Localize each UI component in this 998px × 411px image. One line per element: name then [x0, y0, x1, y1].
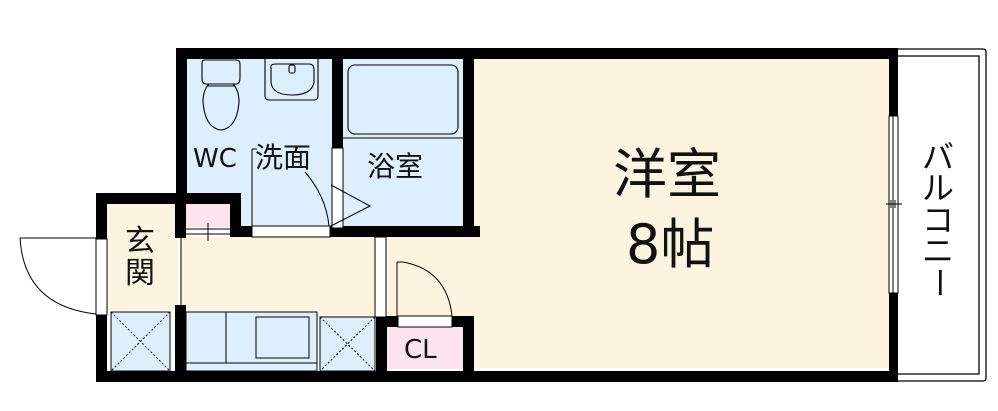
bathtub-icon	[343, 64, 463, 139]
wall-shoe-box-right	[230, 193, 241, 237]
western-room-size: 8帖	[626, 213, 715, 276]
entrance-label: 玄 関	[120, 226, 160, 289]
closet-label: CL	[404, 335, 437, 365]
washroom-label: 洗面	[255, 141, 312, 174]
fridge-space-icon	[319, 316, 376, 372]
balcony-char: ル	[921, 169, 954, 208]
wash-basin-icon	[264, 58, 319, 101]
wall-bath-room-divider	[463, 48, 474, 237]
balcony-char: コ	[921, 200, 954, 239]
wall-bottom	[96, 371, 898, 382]
wall-top	[176, 48, 898, 59]
balcony-window-icon	[886, 115, 902, 294]
washroom-door-icon	[251, 148, 331, 238]
balcony-char: ニ	[921, 232, 954, 271]
bathroom-door-icon	[330, 147, 372, 229]
hallway-floor	[180, 237, 480, 317]
hallway-lines	[180, 236, 387, 318]
wall-bathroom-bottom	[330, 226, 480, 237]
entrance-floor[interactable]	[106, 204, 178, 310]
western-room-floor[interactable]	[473, 58, 889, 368]
balcony-char: バ	[921, 138, 954, 176]
bathroom-floor	[342, 58, 463, 228]
wall-closet-top-left	[376, 316, 398, 327]
wall-left-upper-bath	[176, 48, 187, 203]
kitchen-counter-icon	[185, 311, 318, 372]
wall-entrance-left-top	[96, 193, 107, 239]
balcony-label: バ ル コ ニ ー	[918, 138, 958, 300]
shoe-cabinet-lines	[186, 223, 230, 241]
wall-closet-right	[463, 316, 474, 382]
wc-label: WC	[193, 144, 237, 174]
entrance-label-line2: 関	[125, 255, 155, 291]
western-room-label: 洋室	[613, 143, 721, 206]
wall-right-upper	[889, 48, 898, 116]
toilet-icon	[201, 59, 241, 131]
wall-entrance-divider-bottom	[175, 305, 186, 382]
closet-floor[interactable]	[386, 327, 464, 369]
bathroom-label: 浴室	[367, 150, 424, 183]
wall-entrance-top	[96, 193, 241, 204]
wall-closet-left	[376, 316, 387, 382]
entrance-label-line1: 玄	[125, 224, 155, 259]
wall-entrance-left-bottom	[96, 315, 107, 382]
wall-closet-top-right	[452, 316, 474, 327]
entrance-storage-icon	[110, 311, 171, 372]
entrance-door-icon	[19, 237, 108, 316]
closet-door-icon	[396, 261, 453, 328]
wall-wc-bath-divider	[332, 48, 343, 148]
balcony-char: ー	[919, 267, 958, 300]
wall-bath-bottom	[230, 226, 252, 237]
wall-entrance-divider-top	[175, 193, 186, 238]
balcony-outline	[898, 48, 987, 382]
wall-right-lower	[889, 293, 898, 382]
shoe-storage-floor	[186, 204, 230, 227]
